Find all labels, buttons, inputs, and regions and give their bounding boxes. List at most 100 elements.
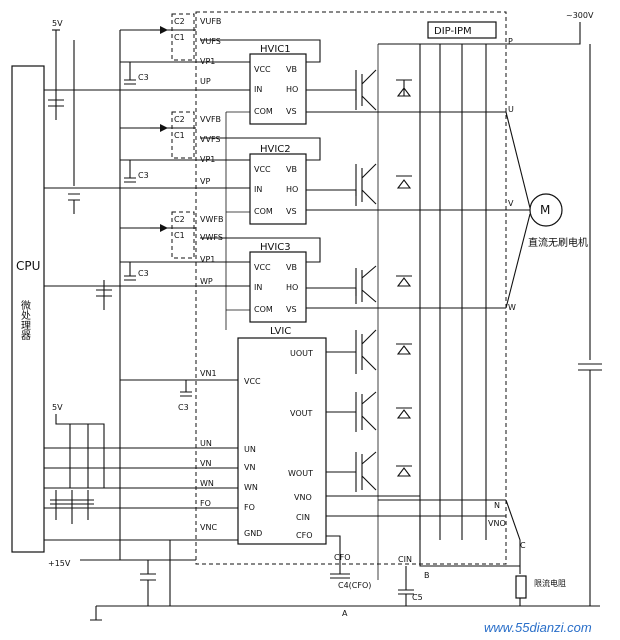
svg-text:WN: WN	[244, 483, 258, 492]
svg-text:C1: C1	[174, 131, 185, 140]
svg-text:A: A	[342, 609, 348, 618]
svg-text:C3: C3	[138, 171, 149, 180]
svg-text:CIN: CIN	[398, 555, 412, 564]
svg-text:CIN: CIN	[296, 513, 310, 522]
svg-text:VNC: VNC	[200, 523, 217, 532]
svg-text:WN: WN	[200, 479, 214, 488]
svg-text:IN: IN	[254, 185, 262, 194]
hvic3-name: HVIC3	[260, 242, 291, 253]
lvic-box	[237, 337, 327, 545]
hvic2-name: HVIC2	[260, 144, 291, 155]
svg-text:VVFB: VVFB	[200, 115, 221, 124]
v5-top-label: 5V	[52, 19, 63, 28]
svg-text:C5: C5	[412, 593, 423, 602]
svg-text:GND: GND	[244, 529, 262, 538]
hvic1-box	[249, 53, 307, 125]
svg-text:VP: VP	[200, 177, 210, 186]
svg-text:CFO: CFO	[296, 531, 312, 540]
svg-text:C3: C3	[138, 73, 149, 82]
svg-text:WOUT: WOUT	[288, 469, 313, 478]
neg-300v-label: ~300V	[566, 11, 594, 20]
svg-text:M: M	[540, 203, 550, 217]
svg-text:P: P	[508, 37, 513, 46]
svg-text:V: V	[508, 199, 514, 208]
hvic3-box	[249, 251, 307, 323]
svg-text:N: N	[494, 501, 500, 510]
svg-text:C2: C2	[174, 17, 185, 26]
svg-text:W: W	[508, 303, 516, 312]
svg-text:UOUT: UOUT	[290, 349, 313, 358]
svg-text:IN: IN	[254, 85, 262, 94]
svg-text:UP: UP	[200, 77, 211, 86]
svg-text:U: U	[508, 105, 514, 114]
cfo-cin-network: CFO C4(CFO) CIN C5 B	[330, 516, 520, 606]
svg-text:VN1: VN1	[200, 369, 217, 378]
svg-text:HO: HO	[286, 185, 298, 194]
svg-text:VWFB: VWFB	[200, 215, 223, 224]
svg-text:FO: FO	[244, 503, 255, 512]
svg-text:FO: FO	[200, 499, 211, 508]
svg-text:HO: HO	[286, 85, 298, 94]
motor: M 直流无刷电机	[505, 111, 588, 309]
svg-text:VCC: VCC	[254, 65, 271, 74]
hvic3-group: C2 C1 VWFB VWFS VP1 WP C3 HVIC3 VCC IN C…	[44, 211, 420, 323]
cpu-block: CPU 微处理器	[11, 65, 45, 553]
svg-text:VCC: VCC	[254, 263, 271, 272]
ipm-outline: DIP-IPM	[195, 11, 507, 565]
svg-text:C2: C2	[174, 215, 185, 224]
svg-text:C1: C1	[174, 33, 185, 42]
svg-text:VS: VS	[286, 305, 297, 314]
svg-text:IN: IN	[254, 283, 262, 292]
svg-text:VN: VN	[244, 463, 255, 472]
svg-text:COM: COM	[254, 107, 273, 116]
svg-text:VP1: VP1	[200, 255, 215, 264]
v15-label: +15V	[48, 559, 71, 568]
supply-5v-top: 5V	[48, 19, 80, 214]
supply-15v: +15V	[48, 559, 196, 621]
svg-text:VB: VB	[286, 165, 297, 174]
hvic1-group: C2 C1 VUFB VUFS VP1 UP C3 HVIC1 VCC IN C…	[44, 13, 420, 125]
inverter-bridge	[355, 43, 506, 580]
svg-text:VOUT: VOUT	[290, 409, 312, 418]
svg-text:VNO: VNO	[488, 519, 506, 528]
svg-text:VNO: VNO	[294, 493, 312, 502]
svg-text:VUFS: VUFS	[200, 37, 221, 46]
svg-text:VS: VS	[286, 107, 297, 116]
svg-text:UN: UN	[244, 445, 256, 454]
svg-text:WP: WP	[200, 277, 213, 286]
svg-text:HO: HO	[286, 283, 298, 292]
micro-label: 微处理器	[19, 299, 31, 341]
hvic2-box	[249, 153, 307, 225]
hvic2-group: C2 C1 VVFB VVFS VP1 VP C3 HVIC2 VCC IN C…	[44, 111, 420, 225]
svg-text:VB: VB	[286, 65, 297, 74]
lvic-name: LVIC	[270, 326, 291, 337]
svg-text:C2: C2	[174, 115, 185, 124]
svg-text:VVFS: VVFS	[200, 135, 220, 144]
cpu-label: CPU	[16, 259, 40, 273]
svg-text:VB: VB	[286, 263, 297, 272]
svg-text:B: B	[424, 571, 430, 580]
svg-text:C4(CFO): C4(CFO)	[338, 581, 371, 590]
svg-text:C: C	[520, 541, 526, 550]
svg-text:VCC: VCC	[244, 377, 261, 386]
svg-text:C1: C1	[174, 231, 185, 240]
svg-text:C3: C3	[178, 403, 189, 412]
ipm-title: DIP-IPM	[434, 26, 472, 37]
svg-text:COM: COM	[254, 305, 273, 314]
supply-5v-mid: 5V	[50, 403, 105, 524]
svg-text:VCC: VCC	[254, 165, 271, 174]
lvic-group: LVIC VCC UN VN WN FO GND UOUT VOUT WOUT …	[44, 326, 506, 560]
motor-symbol	[529, 193, 563, 227]
sense-res-label: 限流电阻	[534, 578, 566, 588]
svg-text:VUFB: VUFB	[200, 17, 221, 26]
watermark: www.55dianzi.com	[484, 620, 592, 635]
svg-text:CFO: CFO	[334, 553, 350, 562]
svg-text:VS: VS	[286, 207, 297, 216]
svg-text:C3: C3	[138, 269, 149, 278]
svg-text:UN: UN	[200, 439, 212, 448]
motor-name: 直流无刷电机	[528, 236, 588, 249]
dc-bus: ~300V	[506, 11, 602, 606]
svg-text:VN: VN	[200, 459, 211, 468]
svg-text:COM: COM	[254, 207, 273, 216]
